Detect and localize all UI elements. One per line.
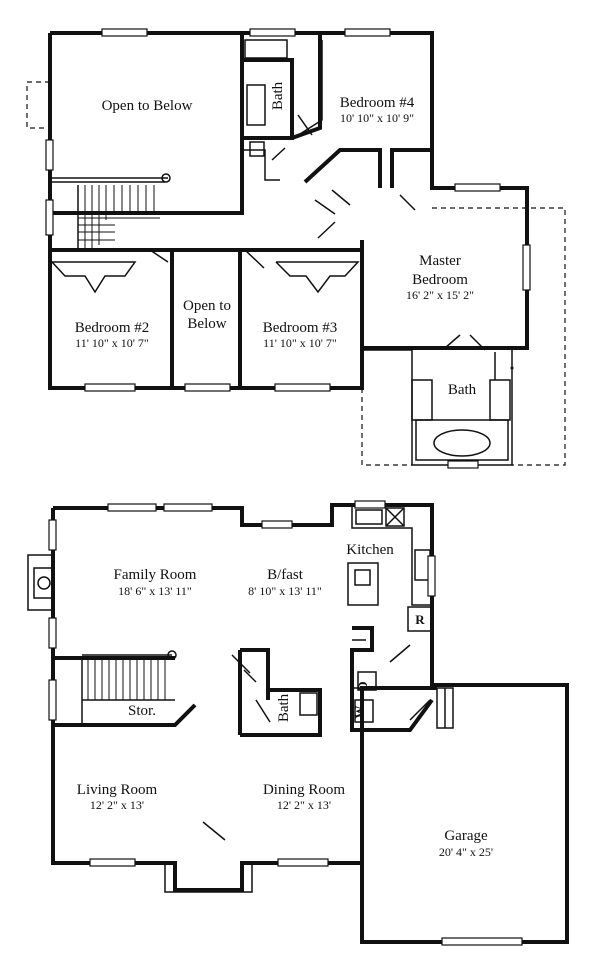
refrigerator (407, 606, 433, 632)
room-name: Garage (444, 828, 488, 844)
room-name: Open to Below (102, 98, 193, 114)
room-bedroom-2: Bedroom #2 11' 10" x 10' 7" (75, 320, 150, 350)
room-name: Living Room (77, 782, 158, 798)
room-family-room: Family Room 18' 6" x 13' 11" (114, 567, 197, 598)
refrigerator-label: R (415, 612, 425, 627)
upper-floor: Open to Below Bath Bedroom #4 10' 10" x … (26, 28, 566, 469)
upper-windows (45, 28, 531, 469)
room-dining-room: Dining Room 12' 2" x 13' (263, 782, 345, 812)
closet-bed2 (51, 261, 137, 294)
upper-stairs (50, 173, 171, 250)
room-living-room: Living Room 12' 2" x 13' (77, 782, 158, 812)
room-bedroom-4: Bedroom #4 10' 10" x 10' 9" (340, 95, 415, 125)
room-name: Family Room (114, 567, 197, 583)
upper-exterior-wall (48, 31, 529, 390)
bath-upper-wall (242, 58, 294, 140)
room-bath-main: Bath (276, 693, 292, 722)
room-name-line1: Open to (183, 298, 231, 314)
room-master-bedroom: Master Bedroom 16' 2" x 15' 2" (406, 253, 474, 302)
bath-main-wall (240, 648, 270, 700)
room-kitchen: Kitchen (346, 542, 394, 558)
room-name-line1: Master (419, 253, 461, 269)
kitchen-island (347, 562, 379, 606)
room-name: Bedroom #2 (75, 320, 150, 336)
room-garage: Garage 20' 4" x 25' (439, 828, 493, 859)
room-dimensions: 12' 2" x 13' (277, 798, 331, 812)
deck-outline-bottom (361, 388, 412, 466)
room-breakfast: B/fast 8' 10" x 13' 11" (248, 567, 322, 598)
room-dimensions: 12' 2" x 13' (90, 798, 144, 812)
room-name-line2: Bedroom (412, 272, 468, 288)
room-dimensions: 11' 10" x 10' 7" (75, 336, 149, 350)
room-name: Stor. (128, 703, 156, 719)
main-floor: Kitchen Family Room 18' 6" x 13' 11" B/f… (27, 500, 569, 946)
main-door-swings (174, 644, 431, 841)
room-name: Bath (270, 81, 286, 110)
upper-bath-fixtures (244, 39, 514, 461)
main-bath-fixtures (243, 669, 318, 723)
room-storage: Stor. (128, 703, 156, 719)
closet-master-wall (390, 148, 434, 188)
room-dimensions: 18' 6" x 13' 11" (118, 584, 192, 598)
room-name: Kitchen (346, 542, 394, 558)
garage-wall (360, 683, 569, 944)
front-stoop (164, 863, 253, 893)
room-dimensions: 11' 10" x 10' 7" (263, 336, 337, 350)
room-bath-upper: Bath (270, 81, 286, 110)
room-name: Bath (448, 382, 477, 398)
room-dimensions: 16' 2" x 15' 2" (406, 288, 474, 302)
room-name: B/fast (267, 567, 304, 583)
room-name-line2: Below (187, 316, 226, 332)
deck-outline-right (432, 207, 566, 466)
room-name: Bath (276, 693, 292, 722)
room-dimensions: 20' 4" x 25' (439, 845, 493, 859)
dryer-label: D (355, 681, 370, 690)
bay-outline-left (26, 81, 50, 129)
room-name: Bedroom #3 (263, 320, 338, 336)
room-name: Dining Room (263, 782, 345, 798)
closet-bed3 (275, 261, 360, 294)
upper-door-swings (149, 114, 486, 351)
room-open-to-below-mid: Open to Below (183, 298, 231, 332)
main-windows (48, 500, 523, 946)
room-master-bath: Bath (448, 382, 477, 398)
room-dimensions: 10' 10" x 10' 9" (340, 111, 414, 125)
garage-step (436, 687, 454, 729)
main-stairs (81, 650, 177, 725)
room-dimensions: 8' 10" x 13' 11" (248, 584, 322, 598)
closet-bed4-wall (303, 148, 382, 188)
room-name: Bedroom #4 (340, 95, 415, 111)
washer (354, 699, 374, 723)
room-bedroom-3: Bedroom #3 11' 10" x 10' 7" (263, 320, 338, 350)
fireplace (27, 554, 54, 611)
bedroom4-wall (291, 33, 322, 140)
dryer (357, 671, 377, 691)
room-open-to-below-top: Open to Below (102, 98, 193, 114)
washer-label: W (352, 706, 367, 719)
